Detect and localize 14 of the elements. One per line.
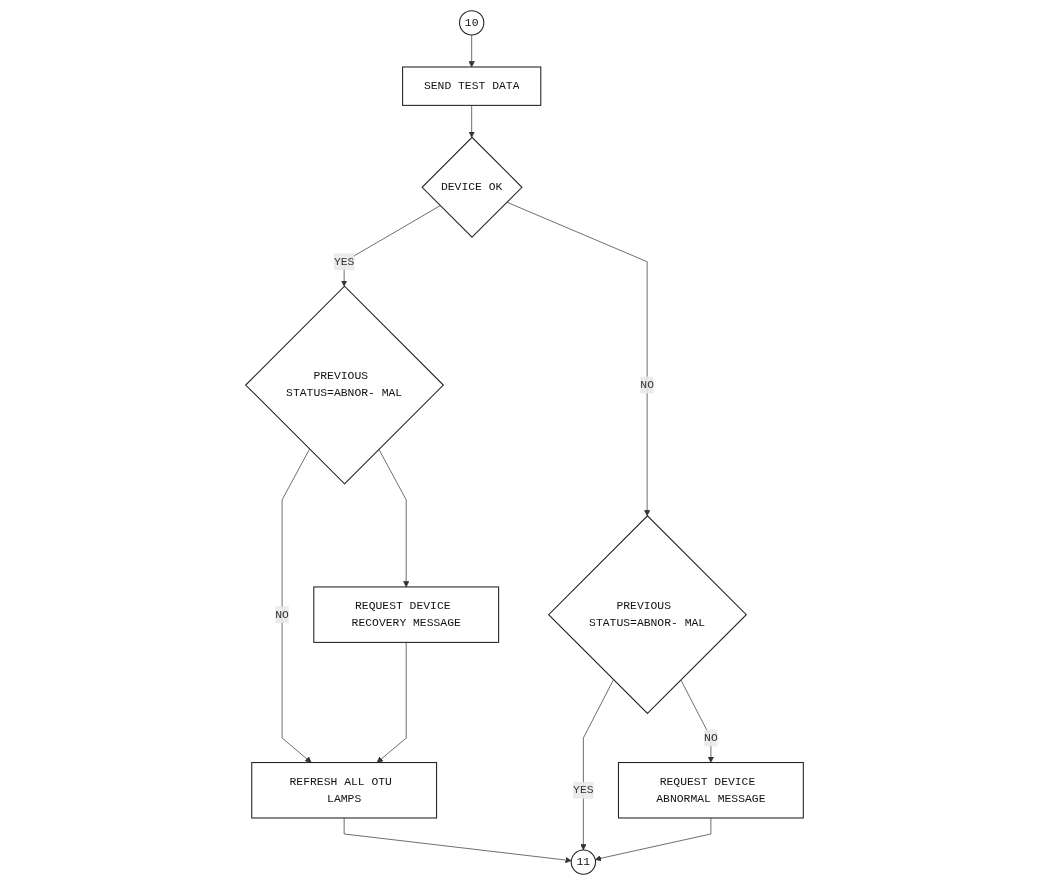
edge-label: NO: [639, 378, 654, 392]
edge-label: NO: [703, 731, 718, 745]
edge-label: NO: [274, 608, 289, 622]
node-diamond: PREVIOUS STATUS=ABNOR- MAL: [244, 285, 444, 485]
node-box: REQUEST DEVICE RECOVERY MESSAGE: [312, 586, 499, 643]
edge-label: YES: [333, 255, 354, 269]
node-diamond: PREVIOUS STATUS=ABNOR- MAL: [547, 515, 747, 715]
node-box: REFRESH ALL OTU LAMPS: [250, 762, 437, 819]
node-box: REQUEST DEVICE ABNORMAL MESSAGE: [617, 762, 804, 819]
node-circle: 10: [458, 10, 484, 36]
node-circle: 11: [570, 849, 596, 875]
node-box: SEND TEST DATA: [401, 66, 541, 106]
edge-label: YES: [572, 783, 594, 797]
node-diamond: DEVICE OK: [420, 136, 523, 238]
